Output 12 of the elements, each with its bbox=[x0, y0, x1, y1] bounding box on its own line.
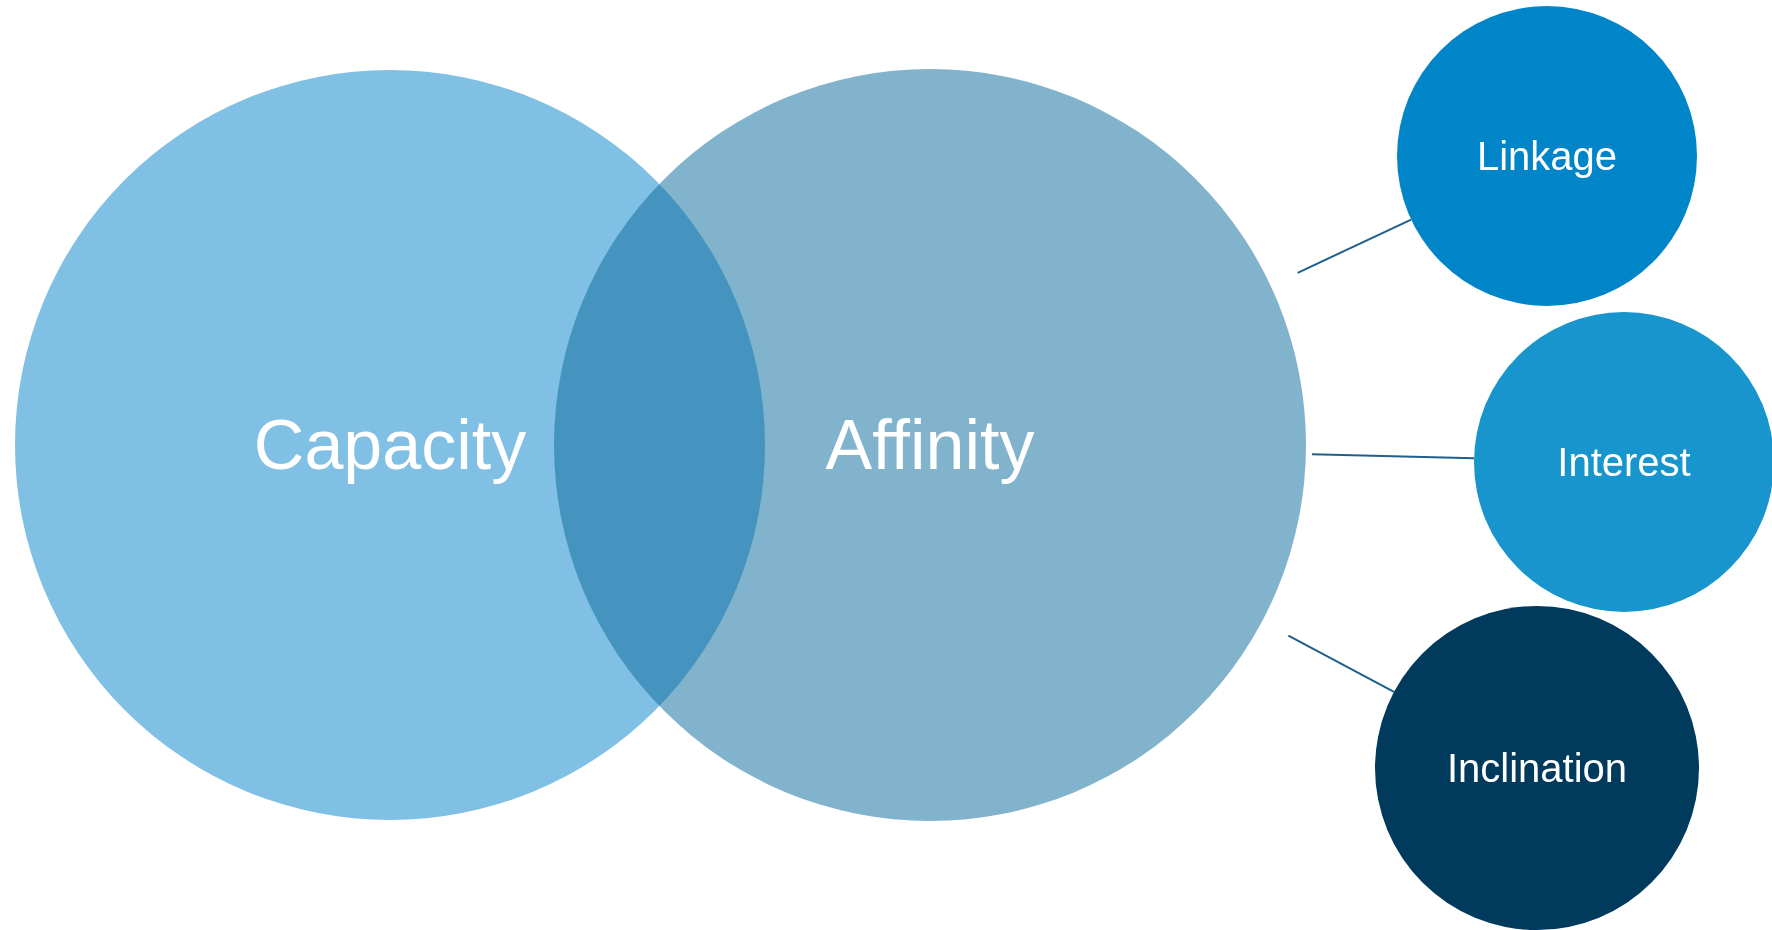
circle bbox=[15, 70, 765, 820]
circle-label: Linkage bbox=[1476, 133, 1618, 179]
circle bbox=[554, 69, 1306, 821]
circle-label: Interest bbox=[1557, 439, 1691, 485]
circle-label: Inclination bbox=[1446, 745, 1628, 791]
connector-line bbox=[1287, 634, 1395, 693]
circle-label: Capacity bbox=[253, 405, 527, 485]
circle bbox=[1375, 606, 1699, 930]
circle-label: Affinity bbox=[825, 405, 1035, 485]
circle bbox=[1397, 6, 1697, 306]
connector-line bbox=[1296, 218, 1413, 274]
connector-line bbox=[1310, 453, 1476, 460]
